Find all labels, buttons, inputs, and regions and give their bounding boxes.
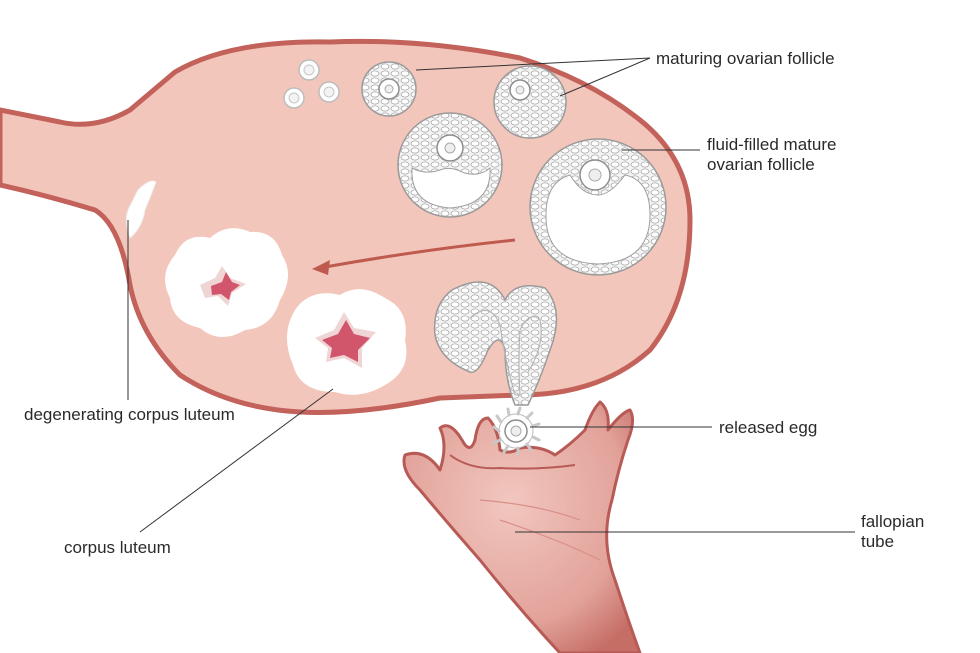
label-fluid-filled-line2: ovarian follicle bbox=[707, 155, 815, 174]
sequence-arrow bbox=[312, 238, 516, 275]
label-corpus-luteum: corpus luteum bbox=[64, 538, 171, 557]
antral-follicle bbox=[397, 112, 503, 218]
mature-follicle bbox=[529, 138, 667, 276]
maturing-follicle-small bbox=[361, 61, 417, 117]
label-degenerating-corpus-luteum: degenerating corpus luteum bbox=[24, 405, 235, 424]
primordial-follicles bbox=[283, 59, 340, 109]
label-fallopian-line2: tube bbox=[861, 532, 895, 551]
label-fluid-filled-follicle: fluid-filled mature ovarian follicle bbox=[707, 135, 836, 175]
released-egg bbox=[492, 406, 541, 456]
leader-maturing-2 bbox=[559, 57, 651, 97]
label-fallopian-line1: fallopian bbox=[861, 512, 925, 531]
corpus-luteum-2 bbox=[286, 289, 407, 395]
leader-corpus bbox=[139, 388, 334, 533]
label-maturing-follicle: maturing ovarian follicle bbox=[656, 49, 835, 68]
label-released-egg: released egg bbox=[719, 418, 818, 437]
leader-lines bbox=[127, 57, 855, 533]
label-fluid-filled-line1: fluid-filled mature bbox=[707, 135, 837, 154]
corpus-albicans bbox=[125, 180, 157, 239]
leader-maturing-1 bbox=[415, 57, 651, 71]
ruptured-follicle bbox=[433, 281, 558, 406]
corpus-luteum-1 bbox=[165, 228, 289, 338]
maturing-follicle-medium bbox=[493, 65, 567, 139]
fallopian-tube bbox=[402, 400, 642, 653]
label-fallopian-tube: fallopian tube bbox=[861, 512, 924, 552]
